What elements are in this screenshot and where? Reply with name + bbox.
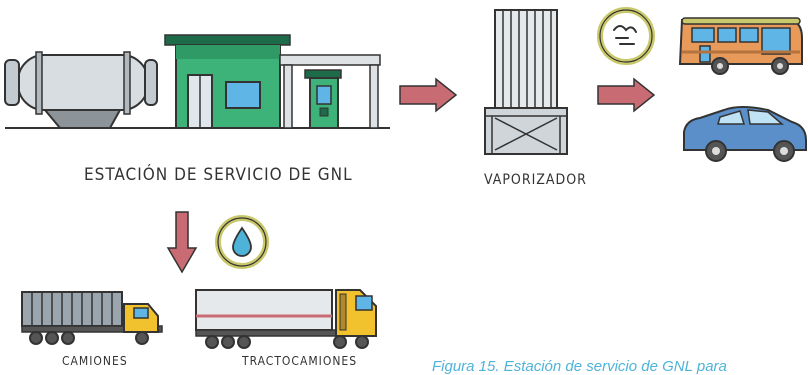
station-label: ESTACIÓN DE SERVICIO DE GNL [84, 165, 353, 185]
fuel-dispenser [304, 69, 342, 129]
arrow-to-vehicles [597, 77, 656, 113]
figure-caption: Figura 15. Estación de servicio de GNL p… [432, 358, 727, 375]
lng-storage-tank [4, 51, 158, 129]
bus [678, 17, 803, 75]
vaporizer-label: VAPORIZADOR [484, 172, 587, 188]
vaporizer [484, 9, 568, 155]
station-building [164, 34, 291, 129]
arrow-to-trucks [166, 211, 198, 274]
arrow-to-vaporizer [399, 77, 458, 113]
car [683, 106, 807, 162]
trucks-label: CAMIONES [62, 354, 128, 368]
tractor-trucks-label: TRACTOCAMIONES [242, 354, 358, 368]
tractor-truck [195, 289, 377, 349]
station-canopy [279, 54, 381, 129]
liquid-drop-icon [215, 215, 269, 269]
gas-icon [597, 7, 655, 65]
truck [21, 291, 163, 345]
